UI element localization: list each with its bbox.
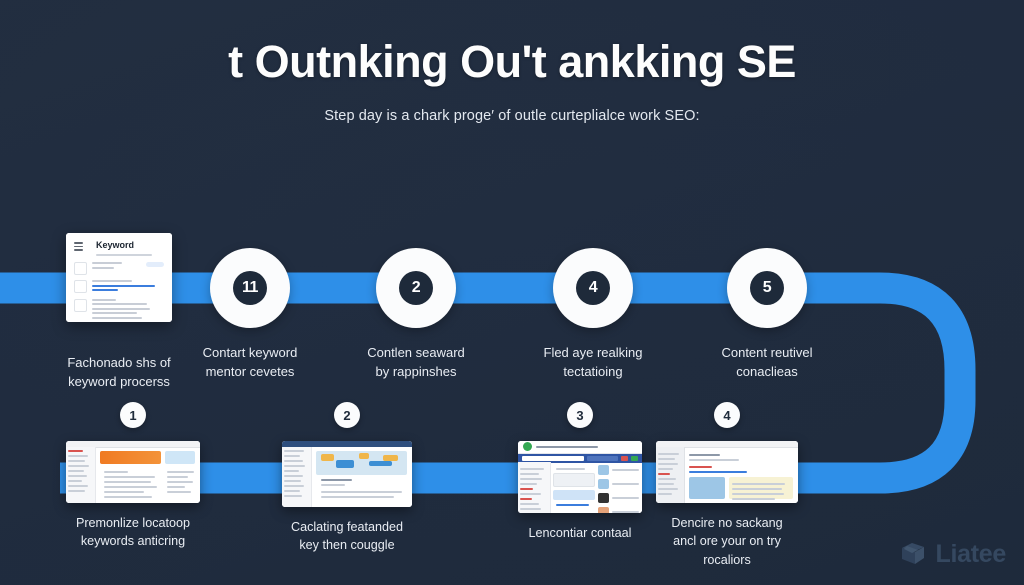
- top-step-4-caption-2: conaclieas: [736, 363, 798, 379]
- google-logo-icon: [523, 442, 532, 452]
- serp-subline: [96, 254, 152, 256]
- dashboard-map-screenshot: [282, 441, 412, 507]
- serp-result-lines: [92, 280, 164, 294]
- bottom-step-1-circle[interactable]: 1: [120, 402, 146, 428]
- serp-thumb-box: [74, 280, 87, 293]
- serp-card-title: Keyword: [96, 240, 135, 250]
- document-editor-screenshot: [656, 441, 798, 503]
- serp-result-row: [74, 262, 164, 275]
- top-step-1-caption-2: mentor cevetes: [205, 363, 295, 379]
- bottom-step-3-caption-1: Lencontiar contaal: [528, 526, 632, 540]
- top-step-1-circle[interactable]: 11: [210, 248, 290, 328]
- top-step-4[interactable]: 5 Content reutivel conaclieas: [682, 248, 852, 382]
- top-step-3[interactable]: 4 Fled aye realking tectatioing: [508, 248, 678, 382]
- map-graphic: [315, 450, 407, 475]
- bottom-step-4-badge: 4: [723, 407, 731, 423]
- serp-thumb-box: [74, 262, 87, 275]
- serp-mock: Keyword: [66, 233, 172, 322]
- top-step-intro-caption-2: keyword procerss: [68, 373, 170, 389]
- serp-result-lines: [92, 298, 164, 322]
- mock-sidebar: [282, 446, 312, 507]
- bottom-step-4-caption-3: rocaliors: [703, 552, 751, 567]
- top-step-3-circle[interactable]: 4: [553, 248, 633, 328]
- bottom-step-1[interactable]: 1: [38, 402, 228, 551]
- top-step-3-caption-1: Fled aye realking: [543, 345, 643, 360]
- mock-body: [311, 447, 412, 507]
- top-step-2-caption-1: Contlen seaward: [367, 345, 465, 360]
- top-step-4-caption-1: Content reutivel: [721, 345, 813, 360]
- bottom-step-4-circle[interactable]: 4: [714, 402, 740, 428]
- serp-pill: [146, 262, 164, 267]
- bottom-step-2[interactable]: 2: [252, 402, 442, 555]
- bottom-step-4-caption-1: Dencire no sackang: [671, 516, 783, 530]
- top-step-2-circle[interactable]: 2: [376, 248, 456, 328]
- page-subtitle: Step day is a chark proge′ of outle curt…: [324, 107, 700, 124]
- top-step-1-caption-1: Contart keyword: [202, 345, 298, 360]
- serp-thumb-box: [74, 298, 87, 312]
- bottom-step-1-thumbnail[interactable]: [66, 441, 200, 503]
- top-step-intro: Fachonado shs of keyword procerss: [34, 338, 204, 392]
- keyword-serp-card[interactable]: Keyword: [66, 233, 172, 322]
- bottom-step-3-badge: 3: [576, 407, 584, 423]
- serp-result-row: [74, 280, 164, 294]
- top-step-3-badge: 4: [576, 271, 610, 305]
- top-step-4-badge: 5: [750, 271, 784, 305]
- page-title: t Outnking Ou't ankking SE: [228, 36, 796, 87]
- top-step-1-badge: 11: [233, 271, 267, 305]
- mock-topbar: [656, 441, 798, 448]
- top-step-intro-caption-1: Fachonado shs of: [67, 355, 171, 370]
- top-step-3-caption-2: tectatioing: [563, 363, 623, 379]
- bottom-step-2-thumbnail[interactable]: [282, 441, 412, 507]
- serp-result-lines: [92, 262, 164, 271]
- bottom-step-1-caption-1: Premonlize locatoop: [75, 516, 191, 530]
- google-console-screenshot: [518, 441, 642, 513]
- bottom-step-2-caption-2: key then couggle: [299, 538, 395, 553]
- bottom-step-4[interactable]: 4: [632, 402, 822, 569]
- bottom-step-3-thumbnail[interactable]: [518, 441, 642, 513]
- top-step-2[interactable]: 2 Contlen seaward by rappinshes: [331, 248, 501, 382]
- bottom-step-3-circle[interactable]: 3: [567, 402, 593, 428]
- header: t Outnking Ou't ankking SE Step day is a…: [0, 0, 1024, 124]
- top-step-4-circle[interactable]: 5: [727, 248, 807, 328]
- cube-logo-icon: [901, 543, 924, 564]
- top-step-2-badge: 2: [399, 271, 433, 305]
- top-step-1[interactable]: 11 Contart keyword mentor cevetes: [165, 248, 335, 382]
- bottom-step-1-badge: 1: [129, 407, 137, 423]
- bottom-step-2-badge: 2: [343, 407, 351, 423]
- bottom-step-2-circle[interactable]: 2: [334, 402, 360, 428]
- brand-logo[interactable]: Liatee: [898, 539, 1006, 569]
- bottom-step-1-caption-2: keywords anticring: [80, 534, 186, 549]
- mock-sidebar: [66, 446, 97, 503]
- bottom-step-4-thumbnail[interactable]: [656, 441, 798, 503]
- bottom-step-3[interactable]: 3: [485, 402, 675, 542]
- menu-icon[interactable]: [74, 242, 83, 251]
- top-step-2-caption-2: by rappinshes: [375, 363, 457, 379]
- mock-topbar: [66, 441, 200, 448]
- mock-body: [95, 447, 200, 503]
- mock-topbar: [282, 441, 412, 447]
- bottom-step-4-caption-2: ancl ore your on try: [673, 534, 781, 549]
- bottom-step-2-caption-1: Caclating featanded: [290, 520, 404, 534]
- serp-orange-screenshot: [66, 441, 200, 503]
- serp-result-row: [74, 298, 164, 322]
- brand-logo-text: Liatee: [935, 539, 1007, 568]
